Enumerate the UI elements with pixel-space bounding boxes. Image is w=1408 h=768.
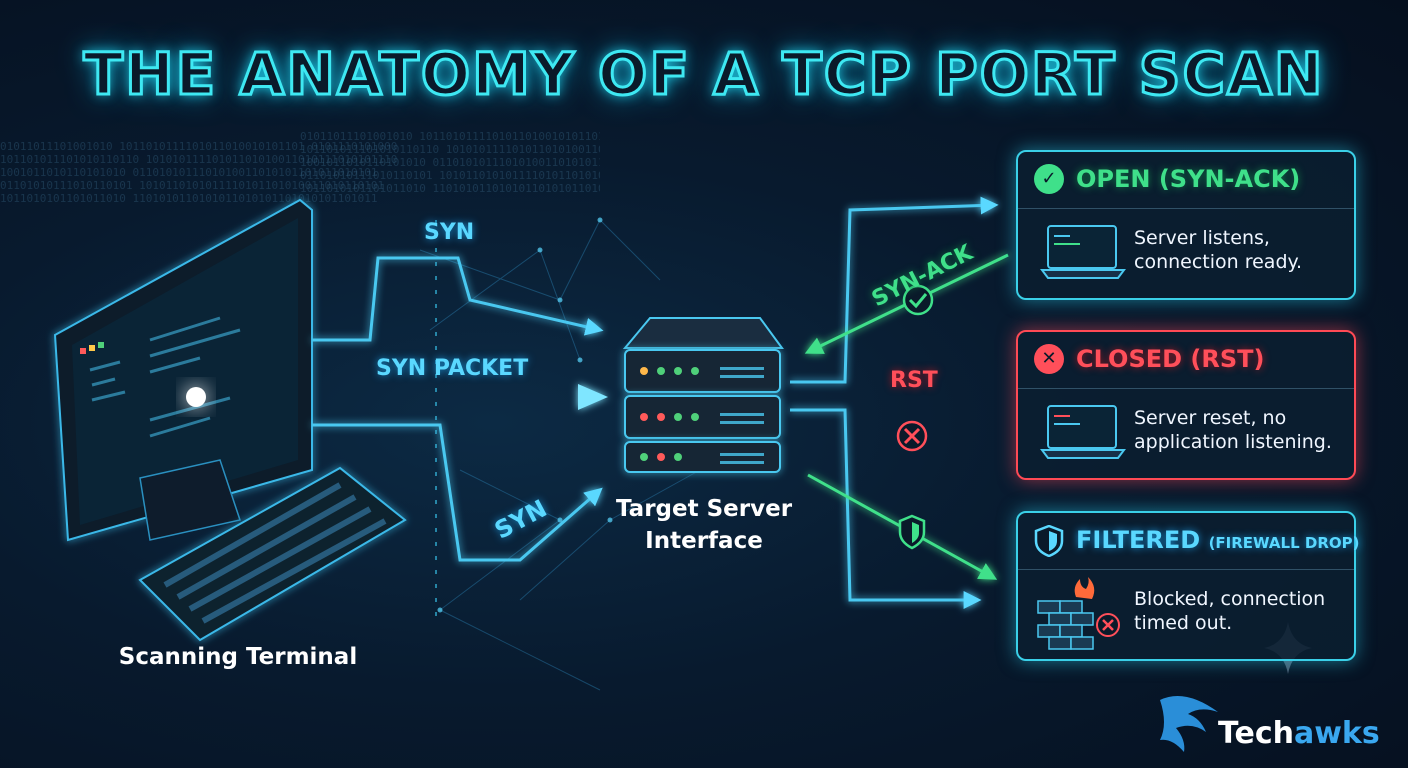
result-status: FILTERED (FIREWALL DROP) [1076, 525, 1359, 558]
server-graphic [622, 317, 784, 473]
page-title: THE ANATOMY OF A TCP PORT SCAN [82, 39, 1325, 110]
scanning-terminal-caption: Scanning Terminal [118, 644, 358, 670]
techawks-logo-icon [1160, 696, 1218, 752]
syn-top-path [312, 256, 604, 342]
server-leds [640, 367, 699, 461]
binary-background-right: 01011011101001010 1011010111101011010010… [300, 130, 600, 195]
firewall-icon [1037, 577, 1120, 650]
filtered-shield-icon [898, 514, 926, 550]
fire-icon [1074, 577, 1095, 599]
brand-suffix: awks [1293, 716, 1380, 751]
result-status-main: FILTERED [1076, 526, 1201, 554]
target-server-caption-line1: Target Server [615, 496, 793, 522]
check-icon: ✓ [1034, 164, 1064, 194]
syn-ack-check-icon [902, 284, 934, 316]
x-icon: ✕ [1034, 344, 1064, 374]
result-card-header: ✓ OPEN (SYN-ACK) [1018, 152, 1354, 209]
filtered-path [790, 408, 982, 609]
beam-origin [186, 387, 206, 407]
result-description: Server listens, connection ready. [1134, 227, 1303, 273]
result-description: Blocked, connection timed out. [1134, 588, 1326, 634]
syn-top-label: SYN [424, 220, 475, 245]
syn-bottom-path [312, 423, 603, 562]
result-card-header: ✕ CLOSED (RST) [1018, 332, 1354, 389]
result-status-sub: (FIREWALL DROP) [1208, 534, 1360, 552]
laptop-icon [1040, 225, 1126, 279]
result-status: OPEN (SYN-ACK) [1076, 165, 1301, 193]
result-card-header: FILTERED (FIREWALL DROP) [1018, 513, 1359, 570]
binary-background: 01011011101001010 1011010111101011010010… [0, 140, 398, 205]
rst-label: RST [890, 368, 938, 393]
shield-icon [1034, 525, 1064, 557]
laptop-icon [1040, 405, 1126, 459]
keyboard-graphic [138, 466, 407, 642]
result-description: Server reset, no application listening. [1134, 407, 1332, 453]
target-server-caption-line2: Interface [645, 528, 763, 554]
monitor-graphic [53, 198, 313, 542]
result-card-open: ✓ OPEN (SYN-ACK) Server listens, connect… [1016, 150, 1356, 300]
open-path [790, 196, 999, 384]
result-status: CLOSED (RST) [1076, 345, 1265, 373]
result-card-filtered: FILTERED (FIREWALL DROP) Blocked, connec… [1016, 511, 1359, 661]
brand-wordmark: Techawks [1218, 716, 1380, 751]
result-card-closed: ✕ CLOSED (RST) Server reset, no applicat… [1016, 330, 1356, 480]
syn-packet-label: SYN PACKET [376, 356, 529, 381]
brand-prefix: Tech [1218, 716, 1294, 751]
network-nodes [437, 217, 613, 613]
rst-x-icon [896, 420, 928, 452]
